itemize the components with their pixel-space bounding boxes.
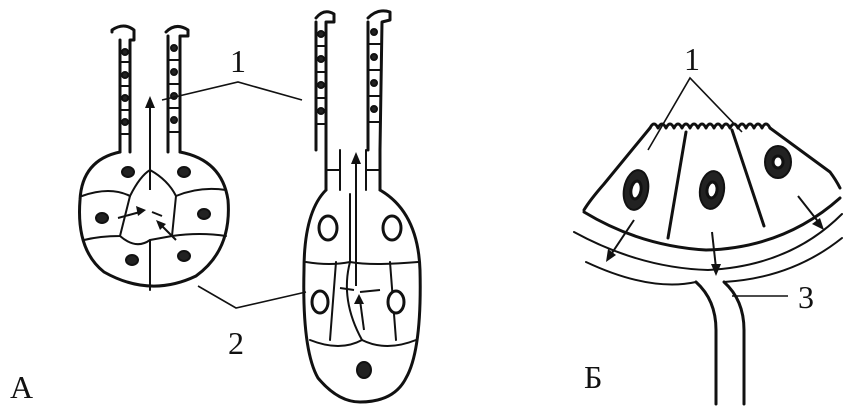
panel-label-b: Б xyxy=(584,359,602,395)
marker-3: 3 xyxy=(798,279,814,315)
gland-a-elongated xyxy=(304,11,420,402)
leader-lines-a xyxy=(162,82,306,308)
gland-a-round xyxy=(80,26,229,290)
marker-1-right: 1 xyxy=(684,41,700,77)
marker-1-left: 1 xyxy=(230,43,246,79)
panel-label-a: А xyxy=(10,369,33,405)
gland-b-acinus-section xyxy=(574,124,842,404)
marker-2: 2 xyxy=(228,325,244,361)
